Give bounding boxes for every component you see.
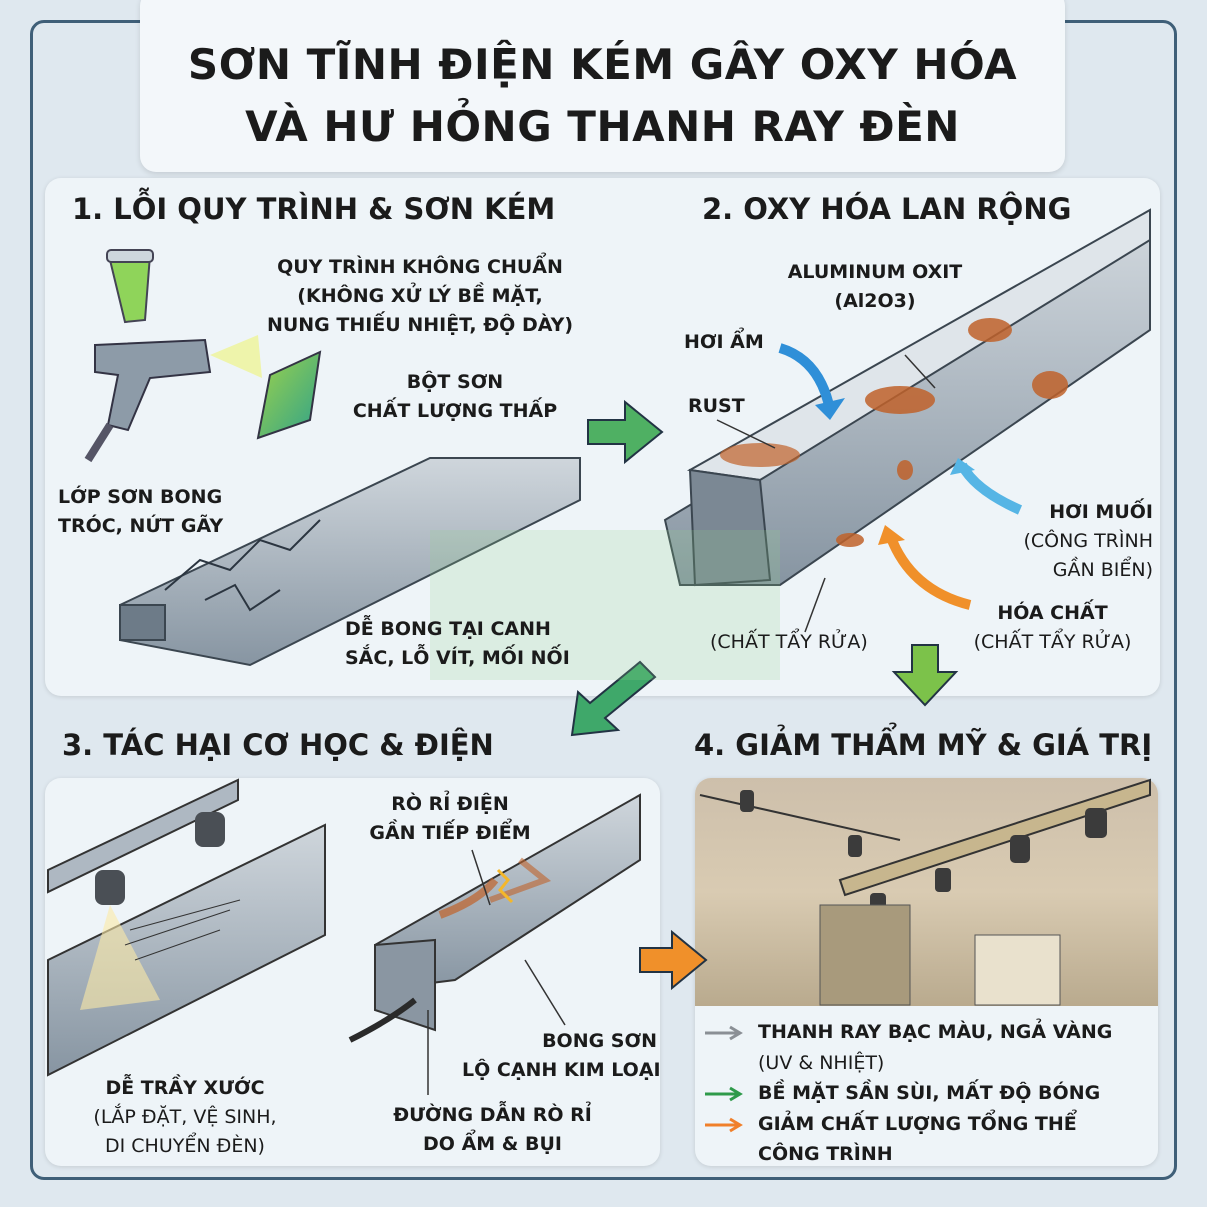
chemical-label: HÓA CHẤT (CHẤT TẨY RỬA): [960, 599, 1145, 657]
rusted-rail-illustration: [663, 208, 1151, 633]
chemical-line-1: HÓA CHẤT: [997, 602, 1108, 624]
process-line-2: (KHÔNG XỬ LÝ BỀ MẶT,: [297, 285, 543, 307]
scratch-line-2: (LẮP ĐẶT, VỆ SINH,: [93, 1106, 277, 1128]
peel-line-2: TRÓC, NỨT GÃY: [58, 515, 224, 537]
edges-line-1: DỄ BONG TẠI CANH: [345, 618, 551, 640]
peel-line-1: LỚP SƠN BONG: [58, 486, 223, 508]
arrow-right-orange-icon: [639, 929, 708, 991]
edges-line-2: SẮC, LỖ VÍT, MỐI NỐI: [345, 647, 570, 669]
spray-gun-icon: [84, 249, 322, 463]
legend-item-rough: BỀ MẶT SẦN SÙI, MẤT ĐỘ BÓNG: [758, 1082, 1101, 1104]
exposed-label: BONG SƠN LỘ CẠNH KIM LOẠI: [462, 1027, 661, 1085]
oxide-label: ALUMINUM OXIT (Al2O3): [770, 258, 980, 316]
legend-arrow-green-icon: [705, 1086, 743, 1102]
peel-label: LỚP SƠN BONG TRÓC, NỨT GÃY: [58, 483, 223, 541]
leak-label: RÒ RỈ ĐIỆN GẦN TIẾP ĐIỂM: [350, 790, 550, 848]
scratch-line-1: DỄ TRẦY XƯỚC: [105, 1077, 265, 1099]
cleaner-label: (CHẤT TẨY RỬA): [710, 631, 868, 653]
process-line-1: QUY TRÌNH KHÔNG CHUẨN: [277, 256, 563, 278]
section-2-heading: 2. OXY HÓA LAN RỘNG: [702, 192, 1072, 226]
faded-track-illustration: [699, 778, 1151, 1006]
moisture-label: HƠI ẨM: [684, 331, 764, 353]
title-line-1: SƠN TĨNH ĐIỆN KÉM GÂY OXY HÓA: [187, 40, 1018, 89]
section-3-heading: 3. TÁC HẠI CƠ HỌC & ĐIỆN: [62, 728, 494, 762]
oxide-line-1: ALUMINUM OXIT: [787, 261, 963, 283]
salt-label: HƠI MUỐI (CÔNG TRÌNH GẦN BIỂN): [1005, 498, 1153, 585]
tuyetlights-watermark-logo: [430, 530, 780, 680]
legend-item-faded-sub: (UV & NHIỆT): [758, 1051, 885, 1074]
scratched-rail-illustration: [47, 778, 326, 1077]
oxide-line-2: (Al2O3): [834, 290, 916, 312]
process-label: QUY TRÌNH KHÔNG CHUẨN (KHÔNG XỬ LÝ BỀ MẶ…: [250, 253, 590, 340]
section-4-heading: 4. GIẢM THẨM MỸ & GIÁ TRỊ: [694, 728, 1153, 762]
salt-line-3: GẦN BIỂN): [1052, 559, 1153, 581]
powder-line-1: BỘT SƠN: [406, 371, 504, 393]
salt-line-1: HƠI MUỐI: [1049, 501, 1153, 523]
legend: THANH RAY BẠC MÀU, NGẢ VÀNG (UV & NHIỆT)…: [758, 1017, 1112, 1170]
leaking-rail-illustration: [348, 793, 641, 1095]
scratch-label: DỄ TRẦY XƯỚC (LẮP ĐẶT, VỆ SINH, DI CHUYỂ…: [70, 1074, 300, 1161]
legend-item-quality: GIẢM CHẤT LƯỢNG TỔNG THỂ: [758, 1112, 1077, 1135]
salt-line-2: (CÔNG TRÌNH: [1023, 530, 1153, 552]
chemical-line-2: (CHẤT TẨY RỬA): [973, 631, 1132, 653]
rust-label: RUST: [688, 395, 745, 417]
arrow-diagonal-green-icon: [570, 660, 657, 737]
cracked-rail-illustration: [119, 457, 581, 667]
leak-line-1: RÒ RỈ ĐIỆN: [391, 793, 509, 815]
arrow-right-green-icon: [587, 399, 664, 465]
legend-arrow-gray-icon: [705, 1025, 743, 1041]
path-line-1: ĐƯỜNG DẪN RÒ RỈ: [393, 1104, 592, 1126]
section-1-heading: 1. LỖI QUY TRÌNH & SƠN KÉM: [72, 192, 556, 226]
legend-item-faded: THANH RAY BẠC MÀU, NGẢ VÀNG: [758, 1021, 1113, 1043]
legend-arrow-orange-icon: [705, 1117, 743, 1133]
scratch-line-3: DI CHUYỂN ĐÈN): [105, 1135, 265, 1157]
edges-label: DỄ BONG TẠI CANH SẮC, LỖ VÍT, MỐI NỐI: [345, 615, 570, 673]
powder-label: BỘT SƠN CHẤT LƯỢNG THẤP: [330, 368, 580, 426]
path-label: ĐƯỜNG DẪN RÒ RỈ DO ẨM & BỤI: [380, 1101, 605, 1159]
exposed-line-2: LỘ CẠNH KIM LOẠI: [462, 1059, 661, 1081]
title-box: [140, 0, 1065, 172]
leak-line-2: GẦN TIẾP ĐIỂM: [369, 822, 531, 844]
powder-line-2: CHẤT LƯỢNG THẤP: [352, 400, 558, 422]
arrow-down-green-icon: [891, 644, 959, 707]
path-line-2: DO ẨM & BỤI: [423, 1133, 562, 1155]
process-line-3: NUNG THIẾU NHIỆT, ĐỘ DÀY): [266, 314, 574, 336]
legend-item-quality-sub: CÔNG TRÌNH: [758, 1143, 893, 1165]
title-line-2: VÀ HƯ HỎNG THANH RAY ĐÈN: [245, 102, 960, 151]
exposed-line-1: BONG SƠN: [542, 1030, 657, 1052]
